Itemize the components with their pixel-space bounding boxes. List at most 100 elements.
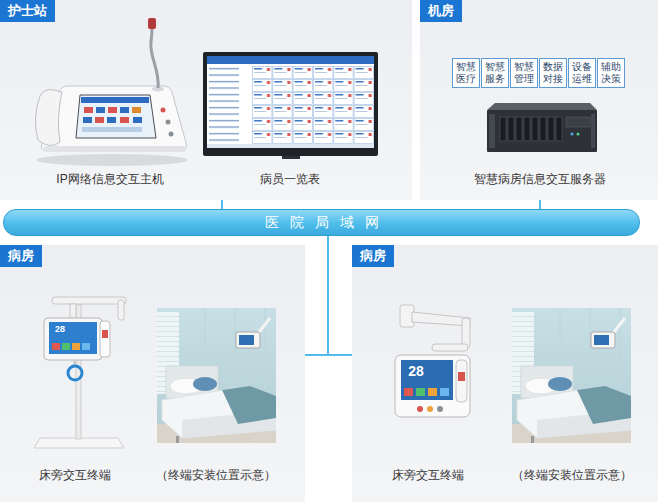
bedside-terminal-wall-part xyxy=(404,388,413,396)
bedside-terminal-wall-part xyxy=(395,355,470,417)
function-label: 智慧管理 xyxy=(514,61,534,85)
ip-host-device-part xyxy=(120,117,129,123)
bedside-terminal-stand-part xyxy=(73,360,77,366)
bedside-terminal-wall-part xyxy=(417,406,423,412)
panel-tab: 病房 xyxy=(352,245,394,267)
ip-host-device-part xyxy=(96,107,105,113)
function-label: 辅助决策 xyxy=(601,61,621,85)
bedside-terminal-stand-part xyxy=(102,330,108,338)
patient-list-monitor-part xyxy=(207,144,374,148)
network-pipe: 医院局域网 xyxy=(3,209,640,236)
bedside-terminal-wall-part xyxy=(437,406,443,412)
bedside-terminal-stand-part xyxy=(70,304,76,318)
ip-host-device-part xyxy=(35,90,62,146)
bedside-terminal-stand-part xyxy=(44,318,102,360)
room-photo-right xyxy=(512,308,631,443)
bedside-terminal-wall-part xyxy=(462,318,470,348)
screen-number: 28 xyxy=(408,362,424,380)
server-device-part xyxy=(540,117,546,141)
bedside-terminal-stand-part xyxy=(62,343,70,350)
bedside-terminal-wall-part xyxy=(458,372,465,381)
bedside-terminal-stand-part xyxy=(49,322,97,354)
bedside-terminal-wall-part xyxy=(412,312,470,326)
bedside-terminal-stand-part xyxy=(52,297,126,304)
ip-host-device-part xyxy=(152,87,164,92)
device-caption: 智慧病房信息交互服务器 xyxy=(474,172,606,187)
bedside-terminal-stand-part xyxy=(82,343,90,350)
ip-host-device-part xyxy=(36,154,188,166)
ward-panel: 病房 xyxy=(0,245,305,502)
function-box: 辅助决策 xyxy=(597,58,625,88)
server-device-part xyxy=(487,103,597,110)
ip-host-device-part xyxy=(151,28,158,88)
bedside-terminal-wall-part xyxy=(400,305,414,327)
ip-host-device-part xyxy=(133,117,142,123)
bedside-terminal-stand-part xyxy=(34,438,124,448)
patient-list-monitor xyxy=(203,52,378,159)
network-link xyxy=(539,200,541,209)
ip-host-device-part xyxy=(83,117,92,123)
patient-list-monitor-part xyxy=(252,66,374,144)
ip-host-device-part xyxy=(169,132,174,137)
bedside-terminal-wall-part xyxy=(456,360,467,402)
patient-list-monitor-part xyxy=(282,156,300,159)
function-label: 智慧医疗 xyxy=(456,61,476,85)
function-label: 数据对接 xyxy=(543,61,563,85)
ip-host-device-part xyxy=(161,108,166,113)
function-label: 设备运维 xyxy=(572,61,592,85)
device-caption: 病员一览表 xyxy=(260,172,320,187)
ip-host-device-part xyxy=(120,107,129,113)
network-link xyxy=(305,236,328,355)
function-box: 设备运维 xyxy=(568,58,596,88)
server-device-part xyxy=(532,117,538,141)
ip-host-device-part xyxy=(44,146,186,152)
bedside-terminal-stand-part xyxy=(52,343,60,350)
function-box: 智慧管理 xyxy=(510,58,538,88)
photo-caption: （终端安装位置示意） xyxy=(512,468,632,483)
bedside-terminal-stand-part xyxy=(68,366,82,380)
server-device-part xyxy=(566,117,590,127)
ip-host-device xyxy=(35,18,188,166)
server-device-part xyxy=(556,117,562,141)
server-device-part xyxy=(487,110,597,152)
ip-host-device-part xyxy=(95,117,104,123)
bedside-terminal-wall-part xyxy=(432,344,468,351)
photo-caption: （终端安装位置示意） xyxy=(156,468,276,483)
server-device-part xyxy=(524,117,530,141)
ip-host-device-part xyxy=(81,97,149,103)
device-caption: 床旁交互终端 xyxy=(392,468,464,483)
device-caption: IP网络信息交互主机 xyxy=(56,172,163,187)
server-device-part xyxy=(571,133,574,136)
server-device-part xyxy=(591,114,595,148)
patient-list-monitor-part xyxy=(203,52,378,156)
bedside-terminal-wall-part xyxy=(427,406,433,412)
ip-host-device-part xyxy=(76,95,156,138)
room-photo-left xyxy=(157,308,276,443)
bedside-terminal-stand-part xyxy=(100,321,110,357)
ip-host-device-part xyxy=(82,127,142,132)
ip-host-device-part xyxy=(132,107,141,113)
device-caption: 床旁交互终端 xyxy=(39,468,111,483)
patient-list-monitor-part xyxy=(207,66,252,144)
screen-number: 28 xyxy=(55,324,65,335)
patient-list-monitor-part xyxy=(207,56,374,148)
bedside-terminal-stand-part xyxy=(118,300,124,320)
ip-host-device-part xyxy=(41,86,186,150)
server-device xyxy=(487,103,597,152)
ip-host-device-part xyxy=(107,117,116,123)
server-device-part xyxy=(489,114,495,148)
network-link xyxy=(328,236,352,355)
patient-list-monitor-part xyxy=(207,56,374,64)
server-room-panel: 机房智慧医疗智慧服务智慧管理数据对接设备运维辅助决策 xyxy=(420,0,658,200)
station-panel: 护士站 xyxy=(0,0,412,200)
bedside-terminal-stand xyxy=(34,297,126,448)
server-device-part xyxy=(577,133,580,136)
server-device-part xyxy=(548,117,554,141)
ip-host-device-part xyxy=(166,120,171,125)
function-box: 智慧服务 xyxy=(481,58,509,88)
server-device-part xyxy=(500,117,506,141)
bedside-terminal-stand-part xyxy=(72,343,80,350)
ward-panel: 病房 xyxy=(352,245,658,502)
